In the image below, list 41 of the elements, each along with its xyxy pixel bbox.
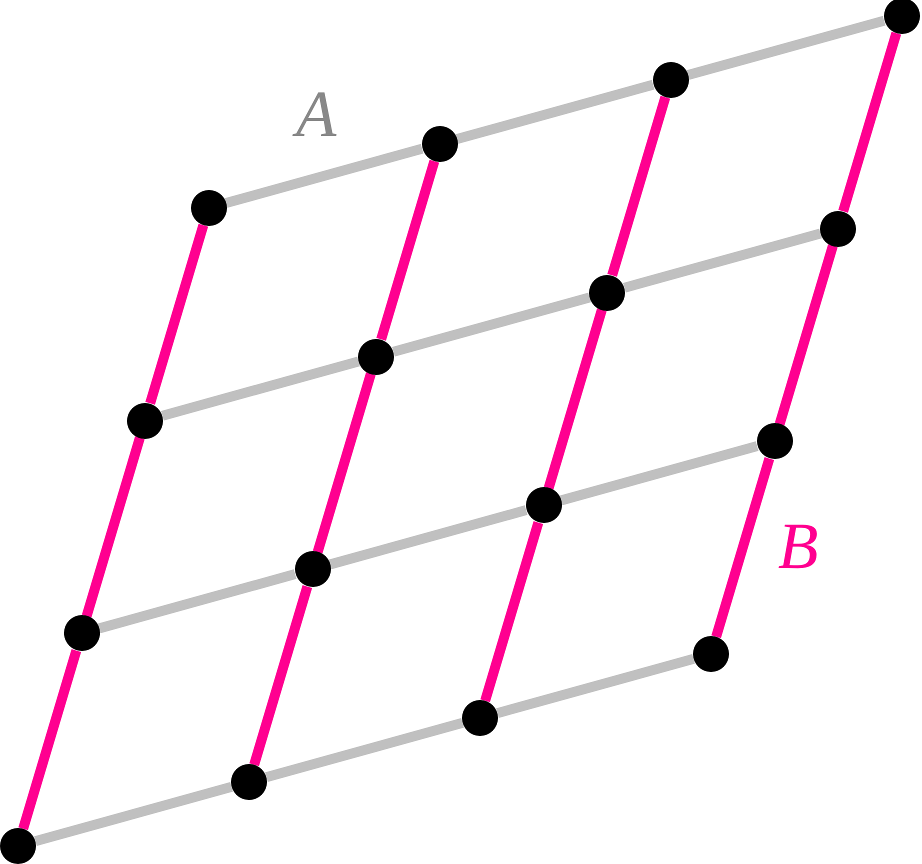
grid-line [145,224,208,405]
grid-line [161,356,360,421]
grid-line [607,96,670,277]
lattice-point [64,615,100,652]
lattice-point [190,190,226,226]
grid-line [249,585,312,766]
lattice-point [526,487,562,524]
grid-line [456,80,654,144]
lattice-point [820,210,856,247]
grid-line [623,228,822,293]
grid-line [98,569,296,634]
lattice-point [693,636,729,672]
grid-line [265,718,464,782]
lattice-point [231,764,267,800]
grid-line [838,32,902,213]
grid-line [544,308,607,490]
lattice-point [127,402,163,439]
grid-line [480,521,544,702]
grid-line [392,292,591,357]
grid-line [686,16,886,80]
lattice-point [358,338,394,375]
lattice-point [0,828,36,864]
grid-line [82,436,145,618]
grid-line [34,782,233,846]
lattice-point [756,423,792,460]
lattice-point [294,551,330,588]
grid-line [224,144,424,208]
grid-line [312,372,376,554]
vector-label: B [778,514,818,580]
grid-line [328,505,528,570]
lattice-point [884,0,920,34]
lattice-point [462,700,498,736]
grid-line [18,649,82,830]
grid-line [560,441,758,506]
lattice-point [589,274,625,311]
grid-line [711,457,774,638]
grid-line [774,244,838,426]
grid-line [376,160,440,341]
lattice-point [422,126,458,162]
grid-line [496,654,695,718]
lattice-point [652,62,688,98]
